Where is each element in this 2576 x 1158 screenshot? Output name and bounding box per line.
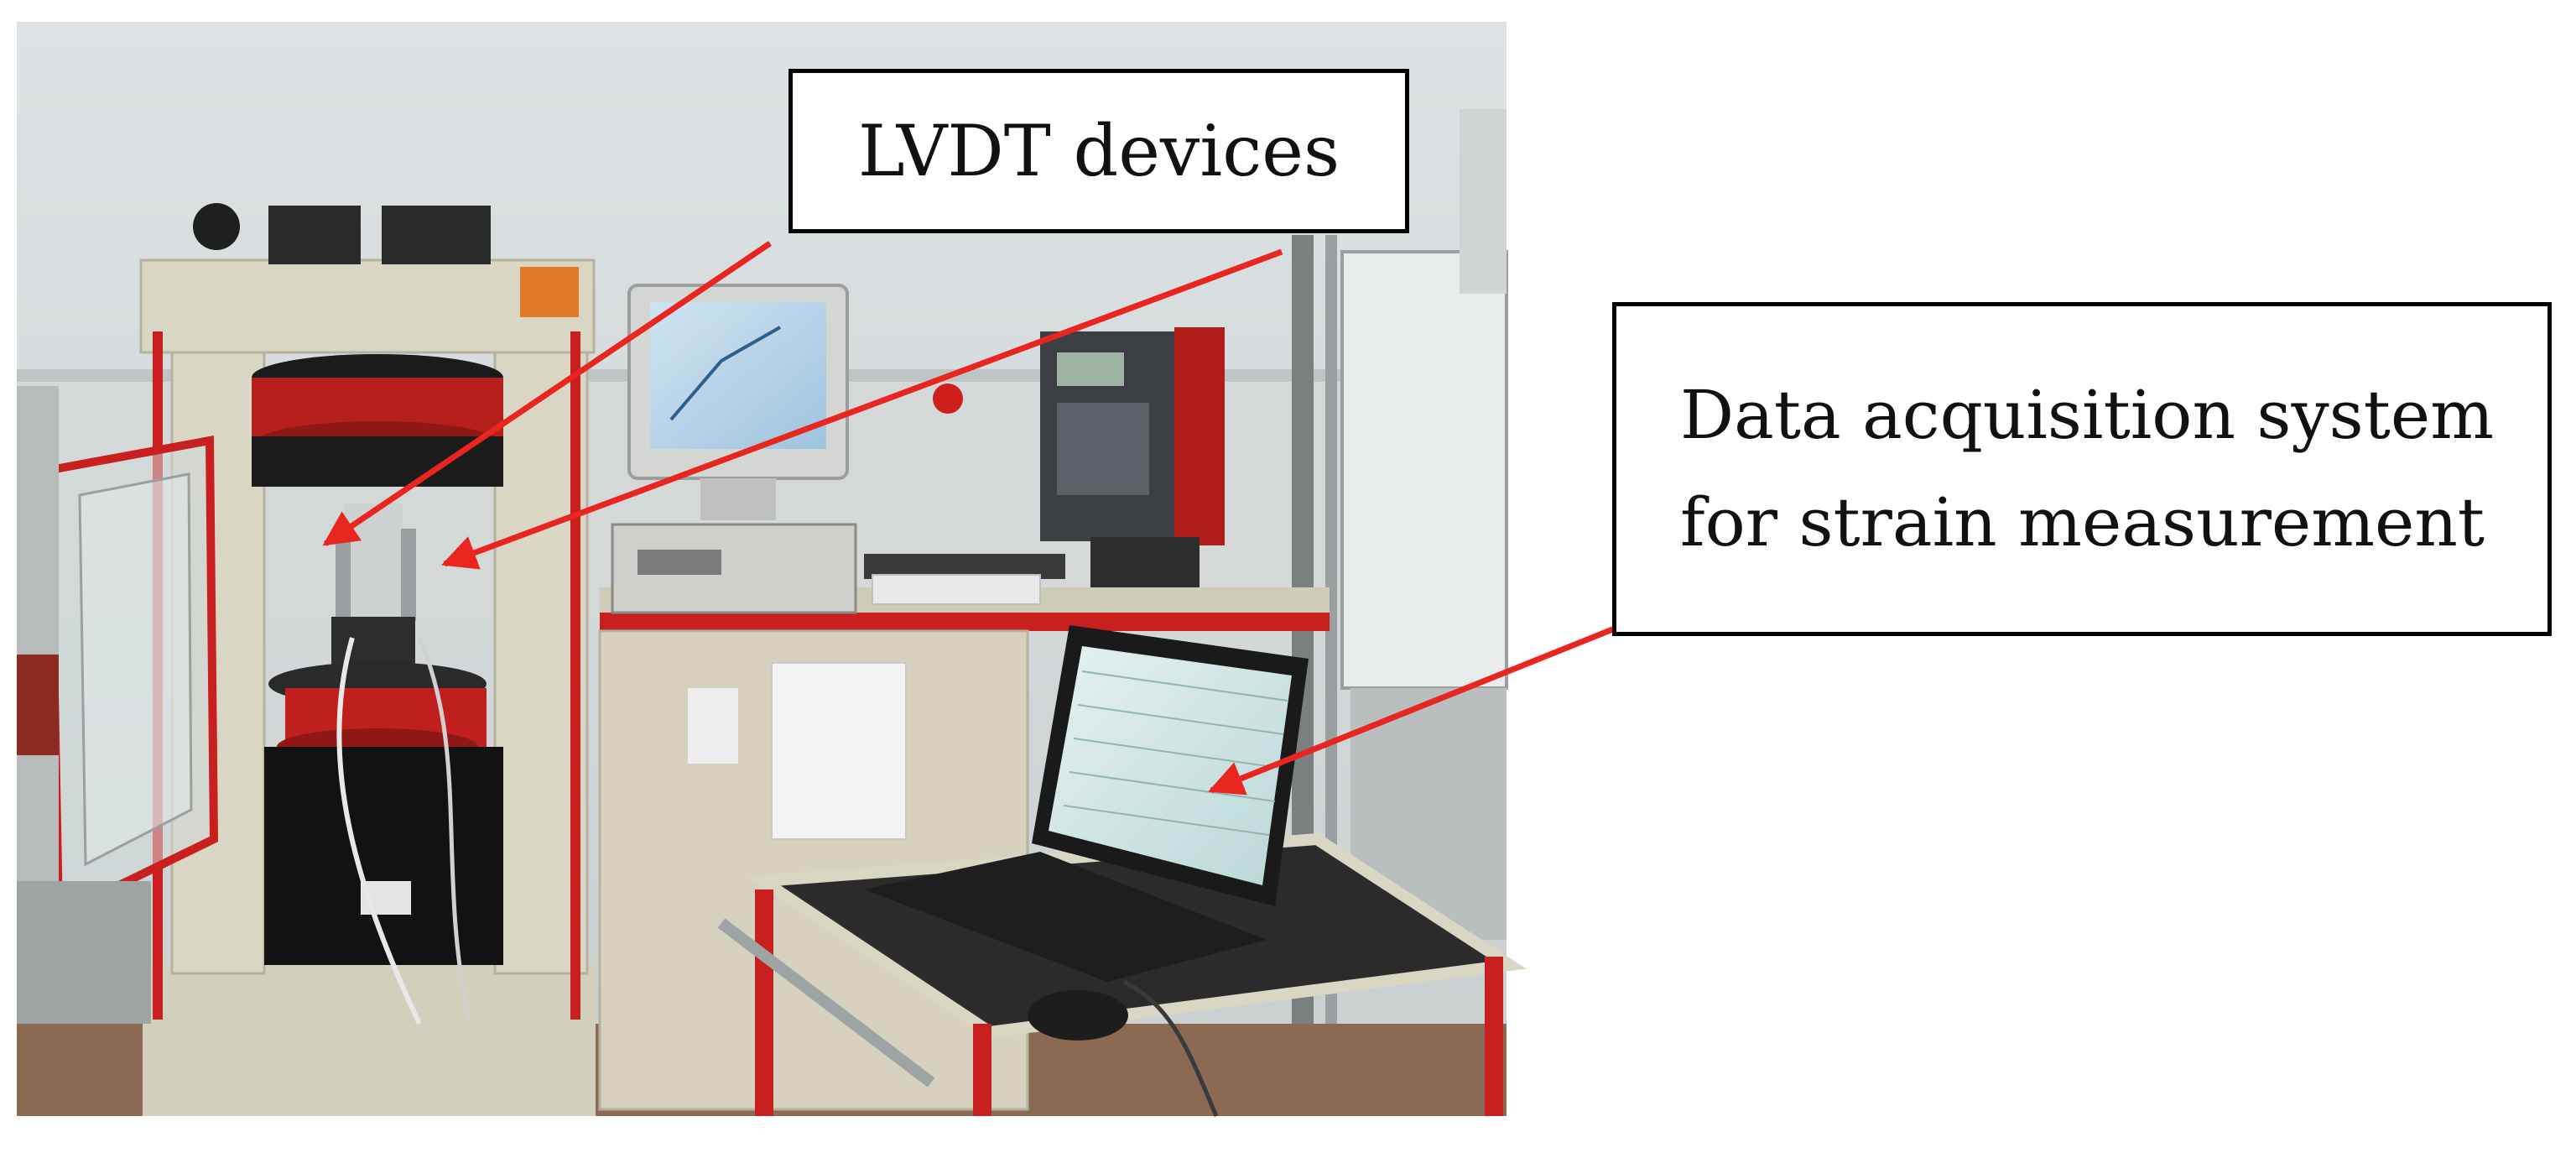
arrow-to-laptop — [1208, 622, 1625, 795]
left-shelving — [17, 386, 151, 1024]
data-acquisition-callout: Data acquisition system for strain measu… — [1612, 302, 2552, 636]
lvdt-devices-callout: LVDT devices — [788, 69, 1409, 233]
data-acquisition-line-2: for strain measurement — [1680, 483, 2485, 561]
lvdt-devices-label: LVDT devices — [857, 110, 1340, 192]
annotation-arrows — [322, 241, 1625, 795]
compression-testing-machine — [139, 203, 596, 1116]
data-acquisition-line-1: Data acquisition system — [1680, 376, 2495, 454]
safety-door — [45, 436, 219, 921]
laptop-trolley — [717, 625, 1527, 1117]
arrow-to-lvdt-right — [441, 248, 1283, 570]
control-desk — [598, 284, 1330, 1111]
arrow-to-lvdt-left — [322, 241, 772, 546]
